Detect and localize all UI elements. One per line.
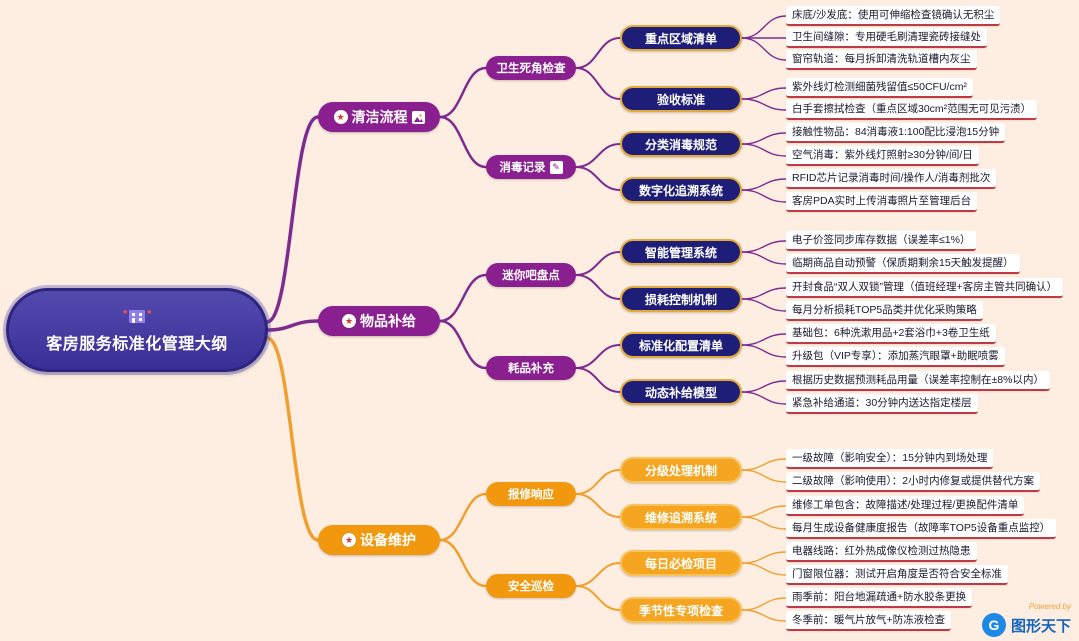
branch-label: 物品补给 — [360, 313, 416, 329]
node-label: 维修追溯系统 — [644, 510, 717, 525]
svg-text:★: ★ — [122, 308, 128, 316]
node-digital-tracing-system[interactable]: 数字化追溯系统 — [620, 177, 742, 203]
leaf-node[interactable]: 窗帘轨道：每月拆卸清洗轨道槽内灰尘 — [786, 50, 977, 70]
leaf-node[interactable]: 客房PDA实时上传消毒照片至管理后台 — [786, 192, 978, 212]
node-label: 数字化追溯系统 — [638, 183, 723, 198]
node-label: 分类消毒规范 — [644, 137, 717, 152]
leaf-node[interactable]: 雨季前：阳台地漏疏通+防水胶条更换 — [786, 588, 973, 608]
node-label: 损耗控制机制 — [644, 292, 717, 307]
node-label: 智能管理系统 — [644, 245, 717, 260]
leaf-node[interactable]: 空气消毒：紫外线灯照射≥30分钟/间/日 — [786, 146, 979, 166]
leaf-node[interactable]: 开封食品“双人双锁”管理（值班经理+客房主管共同确认） — [786, 278, 1064, 298]
star-icon: ★ — [342, 314, 356, 328]
leaf-node[interactable]: 电子价签同步库存数据（误差率≤1%） — [786, 231, 977, 251]
brand-name[interactable]: 图形天下 — [1010, 617, 1071, 635]
powered-by-text: Powered by — [1028, 602, 1071, 611]
node-label: 报修响应 — [508, 489, 554, 501]
watermark: Powered by G 图形天下 — [981, 602, 1071, 637]
node-safety-patrol[interactable]: 安全巡检 — [486, 574, 576, 598]
node-daily-check-items[interactable]: 每日必检项目 — [620, 550, 742, 576]
node-repair-response[interactable]: 报修响应 — [486, 482, 576, 506]
brand-logo-icon: G — [981, 613, 1006, 637]
leaf-node[interactable]: 维修工单包含：故障描述/处理过程/更换配件清单 — [786, 496, 1025, 516]
node-label: 验收标准 — [656, 92, 705, 107]
leaf-node[interactable]: 门窗限位器：测试开启角度是否符合安全标准 — [786, 565, 1008, 585]
star-icon: ★ — [333, 110, 348, 124]
node-label: 迷你吧盘点 — [502, 270, 560, 282]
photo-icon — [411, 110, 425, 124]
node-disinfection-records[interactable]: 消毒记录 ✎ — [486, 155, 576, 179]
hotel-building-icon: ★ ★ — [119, 307, 155, 328]
leaf-node[interactable]: 一级故障（影响安全）：15分钟内到场处理 — [786, 449, 994, 469]
leaf-node[interactable]: 根据历史数据预测耗品用量（误差率控制在±8%以内） — [786, 371, 1050, 391]
node-acceptance-standards[interactable]: 验收标准 — [620, 86, 742, 112]
node-label: 标准化配置清单 — [638, 338, 723, 353]
node-label: 分级处理机制 — [644, 463, 717, 478]
leaf-node[interactable]: 卫生间缝隙：专用硬毛刷清理瓷砖接缝处 — [786, 28, 987, 48]
node-label: 卫生死角检查 — [496, 63, 566, 75]
leaf-node[interactable]: 白手套擦拭检查（重点区域30cm²范围无可见污渍） — [786, 100, 1038, 120]
node-label: 重点区域清单 — [644, 31, 717, 46]
leaf-node[interactable]: 二级故障（影响使用）：2小时内修复或提供替代方案 — [786, 472, 1041, 492]
node-fault-grading-mechanism[interactable]: 分级处理机制 — [620, 457, 742, 483]
branch-label: 清洁流程 — [351, 109, 408, 125]
node-seasonal-special-check[interactable]: 季节性专项检查 — [620, 597, 742, 623]
node-cleaning-process[interactable]: ★ 清洁流程 — [318, 102, 440, 132]
leaf-node[interactable]: 每月生成设备健康度报告（故障率TOP5设备重点监控） — [786, 519, 1057, 539]
leaf-node[interactable]: 基础包：6种洗漱用品+2套浴巾+3卷卫生纸 — [786, 324, 996, 344]
leaf-node[interactable]: 临期商品自动预警（保质期剩余15天触发提醒） — [786, 254, 1020, 274]
node-label: 消毒记录 — [499, 162, 546, 174]
branch-label: 设备维护 — [360, 532, 416, 548]
node-label: 耗品补充 — [508, 363, 554, 375]
node-disinfection-specs[interactable]: 分类消毒规范 — [620, 131, 742, 157]
node-dynamic-supply-model[interactable]: 动态补给模型 — [620, 379, 742, 405]
node-equipment-maintenance[interactable]: ★ 设备维护 — [318, 525, 440, 555]
node-label: 季节性专项检查 — [638, 603, 723, 618]
leaf-node[interactable]: 床底/沙发底：使用可伸缩检查镜确认无积尘 — [786, 6, 1001, 26]
node-smart-management-system[interactable]: 智能管理系统 — [620, 239, 742, 265]
leaf-node[interactable]: 紧急补给通道：30分钟内送达指定楼层 — [786, 394, 978, 414]
star-icon: ★ — [342, 533, 356, 547]
root-title: 客房服务标准化管理大纲 — [46, 335, 228, 353]
node-label: 安全巡检 — [508, 581, 554, 593]
node-repair-tracing-system[interactable]: 维修追溯系统 — [620, 504, 742, 530]
root-node[interactable]: ★ ★ 客房服务标准化管理大纲 — [6, 288, 268, 372]
leaf-node[interactable]: 冬季前：暖气片放气+防冻液检查 — [786, 611, 952, 631]
leaf-node[interactable]: 电器线路：红外热成像仪检测过热隐患 — [786, 542, 977, 562]
node-supply-replenishment[interactable]: ★ 物品补给 — [318, 306, 440, 336]
node-consumables-refill[interactable]: 耗品补充 — [486, 356, 576, 380]
node-hygiene-deadspot-inspection[interactable]: 卫生死角检查 — [486, 56, 576, 80]
node-label: 每日必检项目 — [644, 556, 717, 571]
leaf-node[interactable]: 每月分析损耗TOP5品类并优化采购策略 — [786, 301, 983, 321]
leaf-node[interactable]: 紫外线灯检测细菌残留值≤50CFU/cm² — [786, 78, 973, 98]
node-standard-config-list[interactable]: 标准化配置清单 — [620, 332, 742, 358]
node-minibar-inventory[interactable]: 迷你吧盘点 — [486, 263, 576, 287]
svg-text:★: ★ — [146, 308, 152, 316]
leaf-node[interactable]: 升级包（VIP专享）：添加蒸汽眼罩+助眠喷雾 — [786, 347, 1005, 367]
node-loss-control-mechanism[interactable]: 损耗控制机制 — [620, 286, 742, 312]
node-key-area-checklist[interactable]: 重点区域清单 — [620, 25, 742, 51]
purple-connectors — [265, 15, 787, 405]
node-label: 动态补给模型 — [644, 385, 717, 400]
orange-connectors — [265, 336, 787, 622]
memo-icon: ✎ — [549, 160, 563, 174]
leaf-node[interactable]: 接触性物品：84消毒液1:100配比浸泡15分钟 — [786, 123, 1006, 143]
leaf-node[interactable]: RFID芯片记录消毒时间/操作人/消毒剂批次 — [786, 169, 997, 189]
